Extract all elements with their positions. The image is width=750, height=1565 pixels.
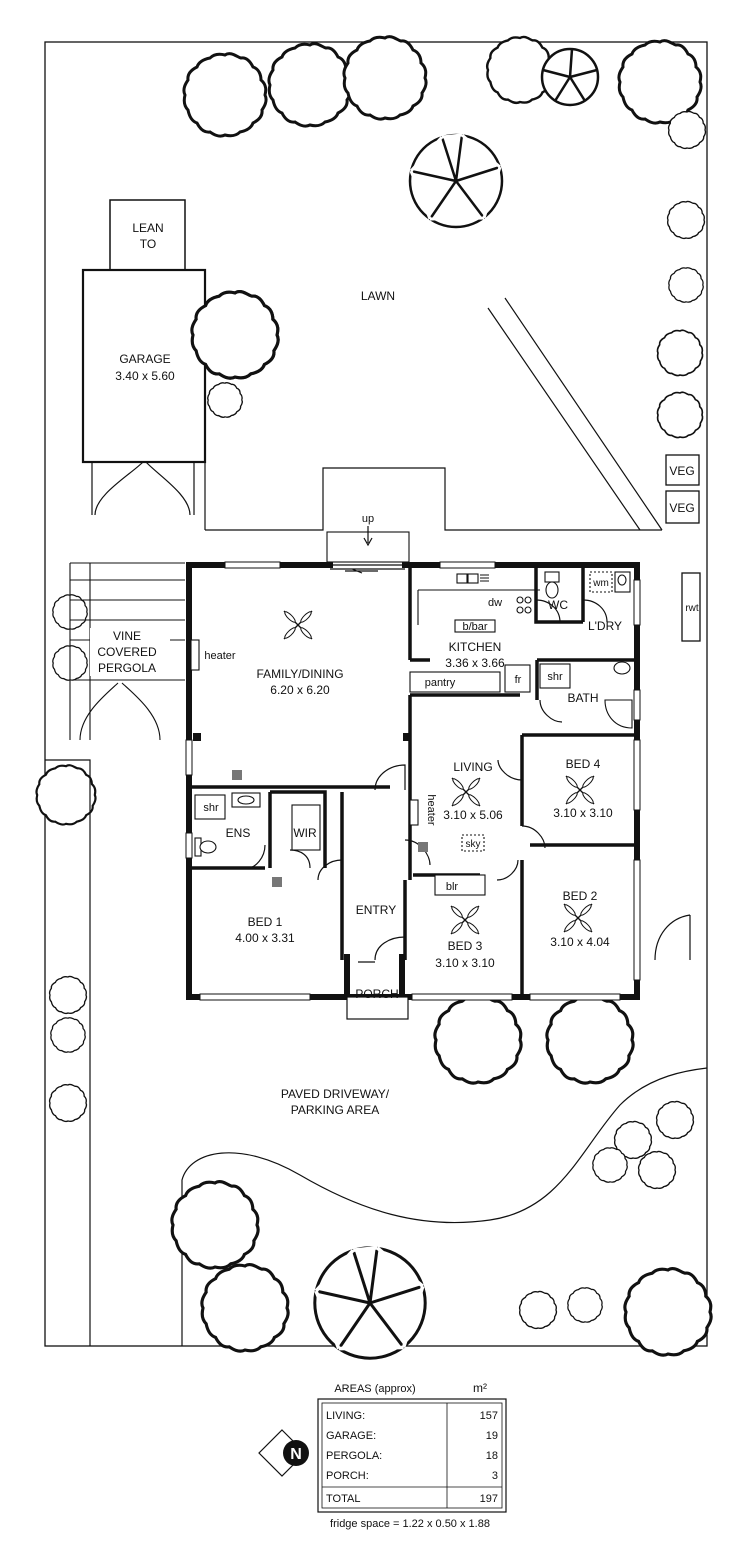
- veg-box-1: [665, 454, 700, 486]
- ens-shr-label: shr: [203, 802, 219, 814]
- areas-unit: m²: [473, 1381, 487, 1395]
- tree-umbrella: [312, 1245, 427, 1360]
- up-label: up: [362, 513, 374, 525]
- ceiling-fan: [562, 902, 594, 934]
- driveway-label-1: PAVED DRIVEWAY/: [281, 1087, 390, 1101]
- bath-shr-label: shr: [547, 671, 563, 683]
- garage-doors: [91, 461, 195, 516]
- heater-living-label: heater: [425, 794, 437, 826]
- ceiling-fan: [564, 774, 596, 806]
- lean-to: [109, 199, 186, 271]
- area-row-value: 157: [480, 1410, 498, 1422]
- rwt-label: rwt: [685, 603, 699, 614]
- bed4-label: BED 4: [566, 757, 601, 771]
- garden-path: [487, 297, 663, 531]
- compass-label: N: [290, 1446, 302, 1463]
- bed3-label: BED 3: [448, 939, 483, 953]
- area-row-label: LIVING:: [326, 1410, 365, 1422]
- pantry-label: pantry: [425, 677, 456, 689]
- area-row-value: 18: [486, 1450, 498, 1462]
- area-total-label: TOTAL: [326, 1493, 360, 1505]
- bed1-size: 4.00 x 3.31: [235, 931, 295, 945]
- bed2-size: 3.10 x 4.04: [550, 935, 610, 949]
- area-row-label: GARAGE:: [326, 1430, 376, 1442]
- windows: [185, 561, 641, 1001]
- wall-pillars: [193, 733, 411, 997]
- living-label: LIVING: [453, 760, 492, 774]
- vent: [272, 877, 282, 887]
- porch-label: PORCH: [355, 987, 398, 1001]
- vent: [418, 842, 428, 852]
- pergola-label-1: VINE: [113, 629, 141, 643]
- sliding-door: [330, 564, 405, 574]
- deck-step: [326, 531, 410, 563]
- ceiling-fan: [449, 904, 481, 936]
- area-row-label: PORCH:: [326, 1470, 369, 1482]
- side-path: [45, 759, 91, 1346]
- interior-walls: [189, 565, 637, 997]
- bed4-size: 3.10 x 3.10: [553, 806, 613, 820]
- dw-label: dw: [488, 597, 502, 609]
- wm-label: wm: [592, 578, 609, 589]
- bed1-label: BED 1: [248, 915, 283, 929]
- entry-label: ENTRY: [356, 903, 396, 917]
- veg-label-2: VEG: [669, 501, 694, 515]
- driveway-label-2: PARKING AREA: [291, 1103, 379, 1117]
- fr-label: fr: [515, 674, 522, 686]
- areas-title: AREAS (approx): [334, 1383, 415, 1395]
- bed2-label: BED 2: [563, 889, 598, 903]
- heater-label: heater: [204, 650, 236, 662]
- up-arrow: [363, 526, 373, 547]
- ens-label: ENS: [226, 826, 251, 840]
- bath-label: BATH: [567, 691, 598, 705]
- blr-label: blr: [446, 881, 459, 893]
- garden-bed-line: [205, 467, 662, 531]
- rainwater-tank: [681, 572, 701, 642]
- compass-icon: N: [258, 1429, 309, 1477]
- kitchen-label: KITCHEN: [449, 640, 502, 654]
- family-size: 6.20 x 6.20: [270, 683, 330, 697]
- area-row-label: PERGOLA:: [326, 1450, 382, 1462]
- family-label: FAMILY/DINING: [256, 667, 343, 681]
- area-total-value: 197: [480, 1493, 498, 1505]
- lean-to-label-2: TO: [140, 237, 156, 251]
- tree-umbrella: [408, 133, 504, 229]
- ldry-label: L'DRY: [588, 619, 622, 633]
- sky-label: sky: [466, 839, 481, 850]
- garage-label: GARAGE: [119, 352, 170, 366]
- garage-size: 3.40 x 5.60: [115, 369, 175, 383]
- lean-to-label-1: LEAN: [132, 221, 163, 235]
- kitchen-size: 3.36 x 3.66: [445, 656, 505, 670]
- pergola-label-2: COVERED: [97, 645, 157, 659]
- pergola-label-3: PERGOLA: [98, 661, 156, 675]
- fixtures: [190, 571, 633, 896]
- garage: [81, 268, 207, 464]
- bed3-size: 3.10 x 3.10: [435, 956, 495, 970]
- ceiling-fan: [282, 609, 314, 641]
- wir-label: WIR: [293, 826, 317, 840]
- veg-label-1: VEG: [669, 464, 694, 478]
- porch: [346, 996, 409, 1020]
- ceiling-fan: [450, 776, 482, 808]
- vent: [232, 770, 242, 780]
- wc-label: WC: [548, 598, 568, 612]
- veg-box-2: [665, 490, 700, 524]
- living-size: 3.10 x 5.06: [443, 808, 503, 822]
- fridge-note: fridge space = 1.22 x 0.50 x 1.88: [330, 1518, 490, 1530]
- areas-table: AREAS (approx) m² LIVING: 157 GARAGE: 19…: [317, 1381, 507, 1513]
- area-row-value: 19: [486, 1430, 498, 1442]
- lawn-label: LAWN: [361, 289, 395, 303]
- area-row-value: 3: [492, 1470, 498, 1482]
- driveway-edge: [181, 1067, 708, 1346]
- door-swings: [247, 599, 691, 963]
- bbar-label: b/bar: [462, 621, 487, 633]
